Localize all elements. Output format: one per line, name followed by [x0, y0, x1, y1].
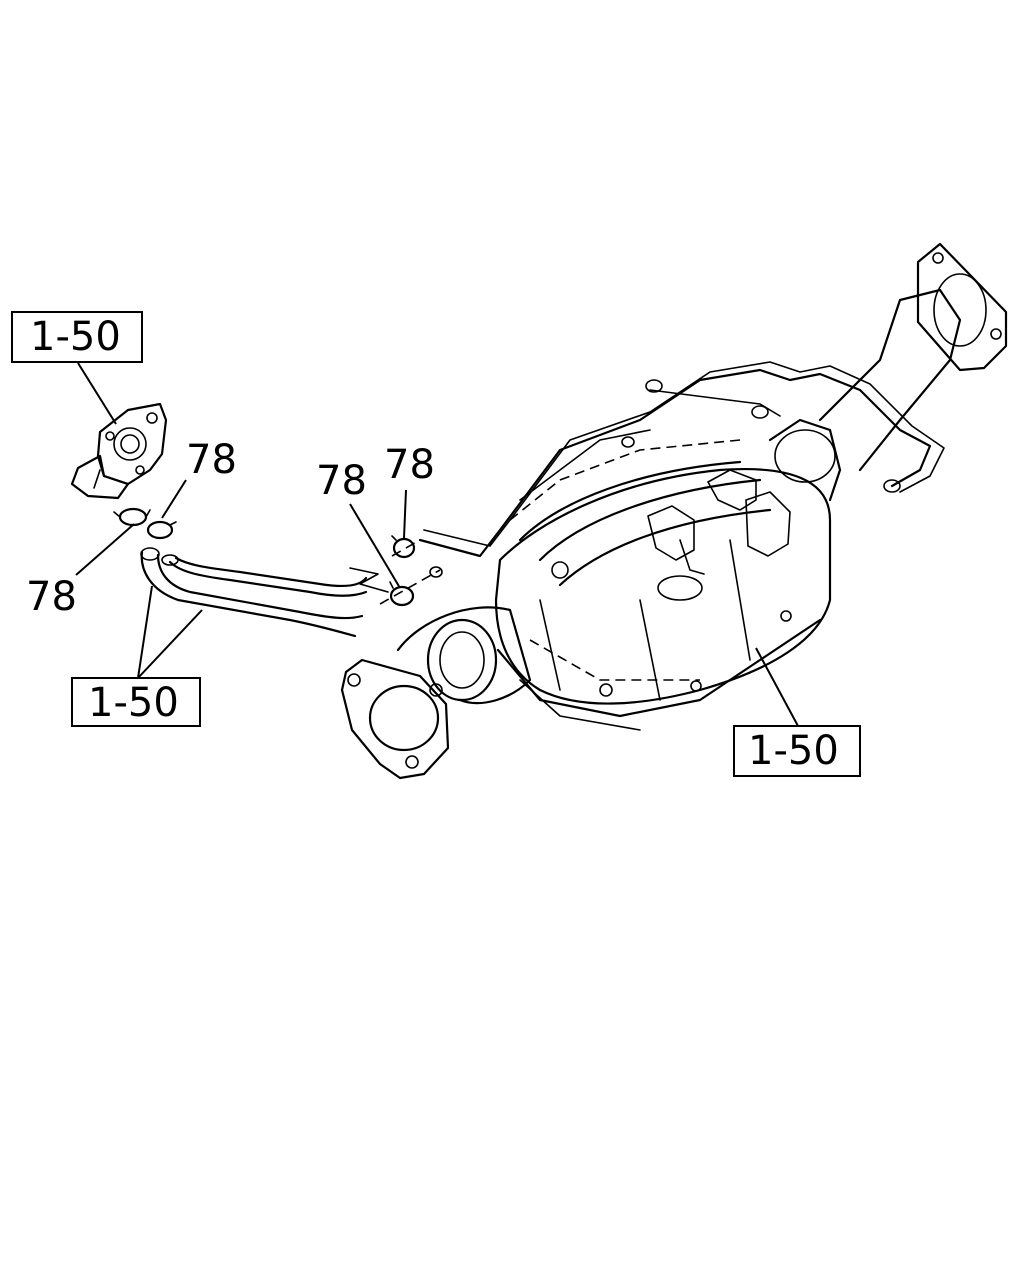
- sensor-flange: [70, 402, 168, 500]
- leader-78-center-left: [349, 503, 401, 589]
- leader-ref-converter: [755, 647, 799, 727]
- leader-ref-flange: [77, 362, 117, 425]
- catalytic-converter: [340, 242, 1008, 780]
- leader-ref-pipe-a: [137, 585, 153, 679]
- hose-clip-upper-b: [146, 520, 177, 540]
- assembly-line-center: [379, 569, 441, 605]
- ref-label-converter: 1-50: [748, 728, 839, 774]
- ref-box-flange[interactable]: 1-50: [11, 311, 143, 363]
- callout-78-center-left: 78: [316, 458, 367, 504]
- assembly-line-center-2: [391, 539, 421, 557]
- callout-78-upper-left: 78: [186, 437, 237, 483]
- callout-78-center-right: 78: [384, 442, 435, 488]
- hose-clip-center-a: [389, 581, 415, 607]
- ref-box-pipe[interactable]: 1-50: [71, 677, 201, 727]
- leader-78-lower-left: [75, 523, 135, 576]
- leader-78-center-right: [403, 489, 407, 539]
- leader-78-upper-left: [161, 479, 187, 519]
- hose-clip-upper-a: [113, 507, 151, 527]
- ref-label-flange: 1-50: [30, 314, 121, 360]
- hose-clip-center-b: [391, 535, 416, 559]
- rubber-hoses: [140, 547, 389, 638]
- leader-ref-pipe-b: [137, 609, 203, 679]
- ref-label-pipe: 1-50: [88, 680, 179, 726]
- callout-78-lower-left: 78: [26, 574, 77, 620]
- ref-box-converter[interactable]: 1-50: [733, 725, 861, 777]
